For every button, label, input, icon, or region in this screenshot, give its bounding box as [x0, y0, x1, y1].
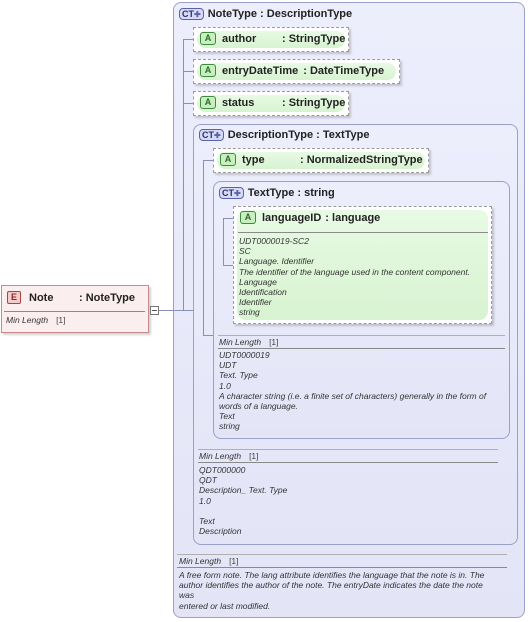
notetype-annotation-title: Min Length[1] — [179, 556, 239, 566]
attribute-icon: A — [200, 64, 216, 77]
annotation-line: A free form note. The lang attribute ide… — [179, 570, 485, 580]
annotation-line: Language. Identifier — [239, 256, 315, 267]
attribute-languageid-label: A languageID : language — [240, 211, 380, 224]
annotation-line: UDT0000019-SC2 — [239, 236, 309, 246]
element-icon: E — [7, 291, 21, 304]
attribute-type-label: A type : NormalizedStringType — [220, 153, 423, 166]
notetype-header: CT✚ NoteType : DescriptionType — [179, 8, 352, 20]
element-name: Note — [29, 291, 54, 304]
attribute-status[interactable] — [193, 91, 349, 116]
annotation-line: QDT — [199, 475, 217, 486]
annotation-line: Text. Type — [219, 370, 258, 381]
connector-line — [183, 71, 193, 72]
notetype-title: NoteType : DescriptionType — [207, 8, 353, 20]
element-type: : NoteType — [79, 291, 136, 304]
divider — [4, 311, 145, 312]
annotation-line: A character string (i.e. a finite set of… — [219, 390, 487, 401]
annotation-line: SC — [239, 246, 251, 257]
attribute-icon: A — [200, 32, 216, 45]
connector-line — [158, 310, 194, 311]
annotation-line: 1.0 — [199, 495, 211, 506]
connector-line — [183, 39, 193, 40]
element-note[interactable] — [1, 285, 149, 333]
attribute-entrydatetime[interactable] — [193, 59, 400, 84]
connector-line — [183, 103, 193, 104]
attribute-name: entryDateTime — [222, 64, 299, 77]
collapse-connector[interactable] — [150, 306, 159, 315]
annotation-line: entered or last modified. — [179, 600, 271, 611]
annotation-line: words of a language. — [219, 401, 298, 412]
attribute-body — [197, 31, 345, 48]
attribute-type: : StringType — [282, 96, 346, 109]
attribute-author-label: A author : StringType — [200, 32, 345, 45]
descriptiontype-title: DescriptionType : TextType — [227, 129, 370, 141]
annotation-line: Description_ Text. Type — [199, 485, 288, 496]
divider — [177, 554, 507, 555]
complex-type-icon: CT✚ — [219, 187, 244, 199]
descriptiontype-header: CT✚ DescriptionType : TextType — [199, 129, 370, 141]
attribute-body — [217, 152, 425, 169]
attribute-icon: A — [200, 96, 216, 109]
attribute-languageid[interactable] — [233, 206, 492, 324]
texttype-annotation-title: Min Length[1] — [219, 337, 279, 347]
annotation-line: Text — [199, 515, 215, 526]
texttype-header: CT✚ TextType : string — [219, 187, 335, 199]
annotation-line: Identification — [239, 287, 287, 298]
attribute-entrydatetime-label: A entryDateTime : DateTimeType — [200, 64, 384, 77]
annotation-line: UDT — [219, 360, 237, 371]
annotation-line — [199, 506, 499, 516]
notetype-annotation: A free form note. The lang attribute ide… — [179, 570, 519, 611]
attribute-type: : NormalizedStringType — [300, 153, 423, 166]
attribute-type: : DateTimeType — [303, 64, 385, 77]
attribute-name: author — [222, 32, 257, 45]
element-note-header: E Note : NoteType — [7, 291, 135, 304]
connector-line — [223, 265, 233, 266]
element-note-cardinality: Min Length[1] — [6, 315, 66, 325]
attribute-status-label: A status : StringType — [200, 96, 345, 109]
annotation-line: string — [239, 307, 260, 318]
annotation-line: Language — [239, 276, 277, 287]
annotation-line: 1.0 — [219, 380, 231, 391]
divider — [177, 567, 507, 568]
attribute-name: languageID — [262, 211, 322, 224]
attribute-body — [237, 210, 488, 320]
attribute-type: : StringType — [282, 32, 346, 45]
annotation-line: UDT0000019 — [219, 350, 270, 360]
divider — [198, 462, 498, 463]
divider — [218, 348, 505, 349]
annotation-line: was — [179, 590, 195, 601]
complex-type-icon: CT✚ — [199, 129, 224, 141]
annotation-line: QDT000000 — [199, 465, 246, 475]
annotation-line: Identifier — [239, 297, 272, 308]
connector-line — [203, 160, 204, 335]
attribute-type-attr[interactable] — [213, 148, 429, 173]
connector-line — [223, 218, 224, 265]
attribute-icon: A — [240, 211, 256, 224]
texttype-annotation: UDT0000019 UDT Text. Type 1.0 A characte… — [219, 350, 509, 432]
annotation-line: Text — [219, 411, 235, 422]
attribute-body — [197, 63, 396, 80]
descriptiontype-annotation: QDT000000 QDT Description_ Text. Type 1.… — [199, 465, 499, 536]
attribute-author[interactable] — [193, 27, 349, 52]
languageid-annotation: UDT0000019-SC2 SC Language. Identifier T… — [239, 236, 491, 318]
connector-line — [203, 160, 213, 161]
complex-type-icon: CT✚ — [179, 8, 204, 20]
annotation-line: author identifies the author of the note… — [179, 580, 483, 591]
texttype-title: TextType : string — [247, 187, 335, 199]
annotation-line: The identifier of the language used in t… — [239, 266, 471, 277]
attribute-name: status — [222, 96, 255, 109]
connector-line — [203, 335, 213, 336]
attribute-type: : language — [325, 211, 381, 224]
descriptiontype-annotation-title: Min Length[1] — [199, 451, 259, 461]
divider — [218, 335, 505, 336]
attribute-name: type — [242, 153, 265, 166]
divider — [198, 449, 498, 450]
connector-line — [183, 39, 184, 310]
attribute-body — [197, 95, 345, 112]
attribute-icon: A — [220, 153, 236, 166]
connector-line — [223, 218, 233, 219]
annotation-line: string — [219, 421, 240, 432]
annotation-line: Description — [199, 526, 242, 537]
divider — [238, 232, 488, 233]
